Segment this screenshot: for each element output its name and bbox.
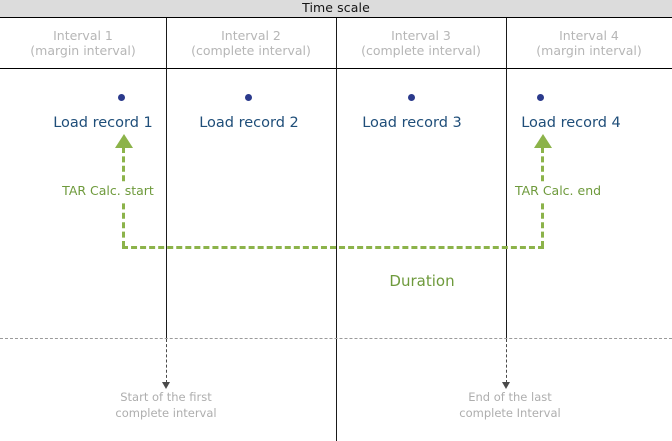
load-record-label-2: Load record 2 (199, 115, 299, 131)
last-complete-interval-arrowhead (502, 382, 510, 389)
time-scale-title-bar: Time scale (0, 0, 672, 18)
load-record-dot-2 (245, 94, 252, 101)
footnote-last-complete-interval: End of the last complete Interval (459, 389, 560, 421)
footnote-first-line1: Start of the first (120, 390, 212, 404)
interval-divider-1 (166, 18, 167, 338)
footnote-first-complete-interval: Start of the first complete interval (115, 389, 216, 421)
interval-header-1: Interval 1 (margin interval) (0, 18, 166, 68)
interval-divider-3 (506, 18, 507, 338)
interval-header-4: Interval 4 (margin interval) (506, 18, 672, 68)
page-title: Time scale (302, 0, 370, 16)
interval-header-3: Interval 3 (complete interval) (336, 18, 506, 68)
interval-divider-2 (336, 18, 337, 441)
interval-kind-3: (complete interval) (361, 43, 481, 58)
interval-name-4: Interval 4 (559, 28, 619, 43)
footnote-last-line1: End of the last (468, 390, 552, 404)
interval-header-2: Interval 2 (complete interval) (166, 18, 336, 68)
tar-calc-start-label: TAR Calc. start (57, 183, 159, 200)
tar-calc-start-arrowhead (115, 134, 133, 148)
interval-name-1: Interval 1 (53, 28, 113, 43)
load-record-dot-4 (537, 94, 544, 101)
interval-kind-1: (margin interval) (30, 43, 136, 58)
interval-header-row: Interval 1 (margin interval) Interval 2 … (0, 18, 672, 69)
tar-calc-end-arrowhead (534, 134, 552, 148)
interval-name-2: Interval 2 (221, 28, 281, 43)
duration-label: Duration (389, 272, 455, 290)
complete-interval-boundary-line (0, 338, 672, 339)
load-record-dot-3 (408, 94, 415, 101)
interval-name-3: Interval 3 (391, 28, 451, 43)
interval-kind-2: (complete interval) (191, 43, 311, 58)
tar-calc-end-label: TAR Calc. end (509, 183, 607, 200)
duration-bracket-base (122, 246, 544, 249)
load-record-label-1: Load record 1 (53, 115, 153, 131)
interval-kind-4: (margin interval) (536, 43, 642, 58)
first-complete-interval-arrowhead (162, 382, 170, 389)
last-complete-interval-pointer (506, 339, 507, 383)
footnote-first-line2: complete interval (115, 406, 217, 420)
load-record-label-4: Load record 4 (521, 115, 621, 131)
load-record-dot-1 (118, 94, 125, 101)
first-complete-interval-pointer (166, 339, 167, 383)
load-record-label-3: Load record 3 (362, 115, 462, 131)
footnote-last-line2: complete Interval (459, 406, 561, 420)
